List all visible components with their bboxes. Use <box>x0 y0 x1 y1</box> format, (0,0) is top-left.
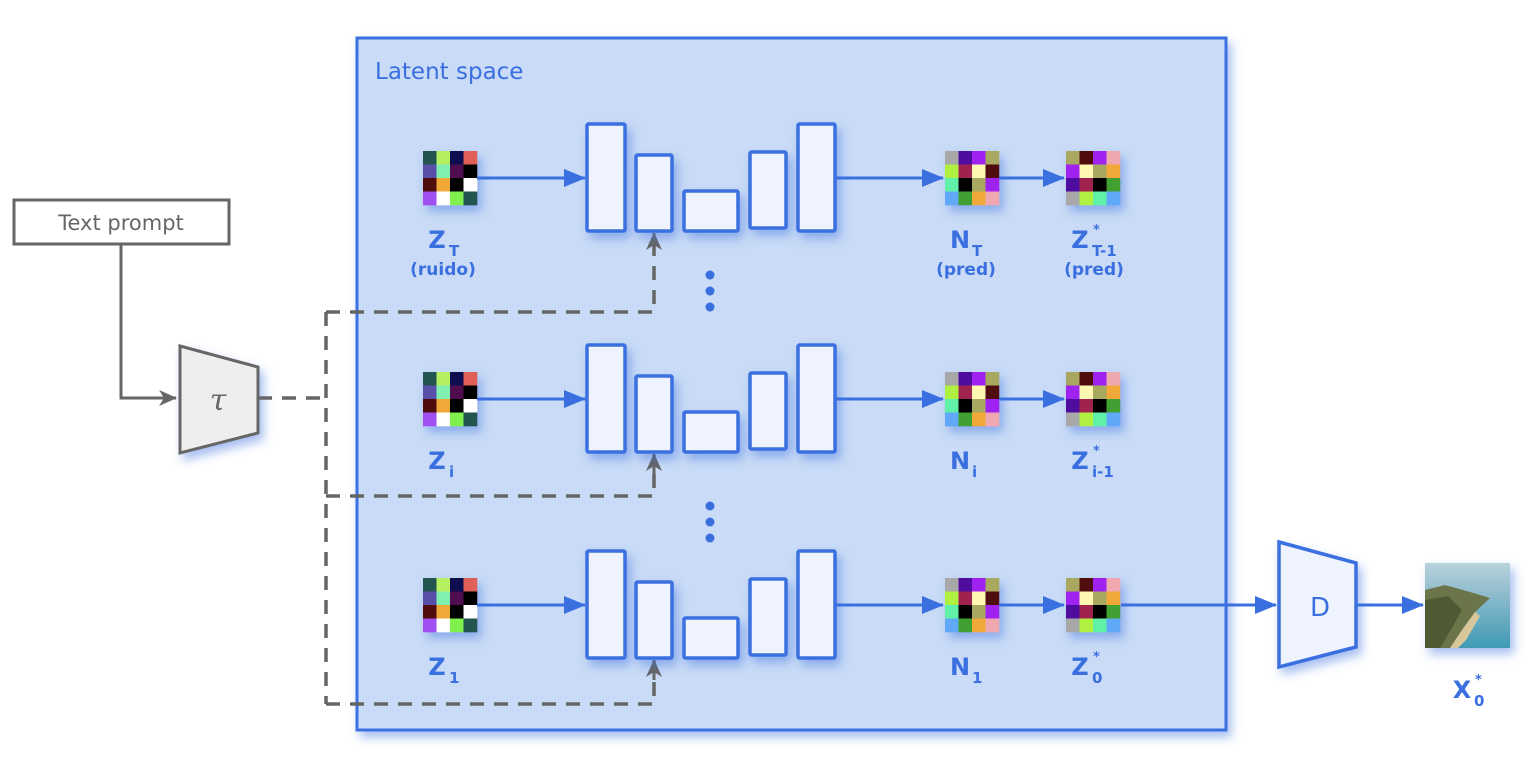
ellipsis-dots-bottom <box>705 501 715 543</box>
decoder-d[interactable] <box>1277 539 1358 670</box>
encoder-tau-label: τ <box>210 383 227 418</box>
prompt-to-encoder-arrow <box>119 244 177 406</box>
symbol-subscript: i <box>449 463 454 481</box>
symbol-main: Z <box>428 447 445 475</box>
symbol-main: Z <box>1071 653 1088 681</box>
latent-noise-grid <box>423 151 478 206</box>
symbol-subscript: T-1 <box>1092 242 1117 260</box>
symbol-note: (ruido) <box>410 260 476 280</box>
unet-block <box>796 122 837 233</box>
denoised-latent-label: Z * i-1 <box>1071 444 1114 481</box>
symbol-subscript: 0 <box>1092 669 1102 687</box>
symbol-note: (pred) <box>1064 260 1124 280</box>
unet-block <box>748 150 788 230</box>
decoder-label: D <box>1310 593 1330 623</box>
symbol-superscript: * <box>1475 673 1482 688</box>
symbol-main: Z <box>428 226 445 254</box>
symbol-main: Z <box>1071 226 1088 254</box>
latent-noise-grid <box>423 578 478 633</box>
unet-block <box>796 549 837 660</box>
symbol-main: Z <box>1071 447 1088 475</box>
conditioning-dashed-line <box>326 234 656 314</box>
denoised-latent-grid <box>1066 372 1121 427</box>
unet-block <box>682 189 740 233</box>
symbol-subscript: i-1 <box>1092 463 1114 481</box>
unet-block <box>634 153 674 233</box>
unet-denoiser <box>585 549 837 660</box>
symbol-subscript: 0 <box>1474 692 1484 710</box>
final-image-label: X* 0 <box>1453 673 1485 710</box>
unet-block <box>634 580 674 660</box>
final-image-symbol: X* 0 <box>1453 673 1485 710</box>
denoised-latent-grid <box>1066 151 1121 206</box>
symbol-superscript: * <box>1093 650 1100 665</box>
ellipsis-dots-top <box>705 270 715 312</box>
generated-image <box>1425 563 1510 648</box>
unet-block <box>634 374 674 454</box>
unet-block <box>748 371 788 451</box>
denoised-latent-label: Z * T-1(pred) <box>1064 223 1124 280</box>
unet-block <box>585 549 627 660</box>
unet-block <box>585 343 627 454</box>
predicted-noise-grid <box>945 372 1000 427</box>
unet-block <box>682 616 740 660</box>
conditioning-paths <box>258 232 662 706</box>
symbol-main: X <box>1453 676 1472 704</box>
text-encoder-tau[interactable] <box>178 344 260 455</box>
denoised-latent-grid <box>1066 578 1121 633</box>
symbol-subscript: i <box>972 463 977 481</box>
conditioning-dashed-line <box>326 661 656 706</box>
symbol-main: N <box>950 447 970 475</box>
symbol-note: (pred) <box>936 260 996 280</box>
text-prompt-label: Text prompt <box>57 211 184 235</box>
predicted-noise-grid <box>945 151 1000 206</box>
unet-denoiser <box>585 343 837 454</box>
latent-noise-grid <box>423 372 478 427</box>
unet-denoiser <box>585 122 837 233</box>
symbol-superscript: * <box>1093 444 1100 459</box>
symbol-subscript: 1 <box>449 669 459 687</box>
predicted-noise-grid <box>945 578 1000 633</box>
symbol-subscript: T <box>449 242 460 260</box>
symbol-subscript: 1 <box>972 669 982 687</box>
symbol-main: N <box>950 653 970 681</box>
conditioning-dashed-line <box>326 455 656 498</box>
unet-block <box>796 343 837 454</box>
unet-block <box>585 122 627 233</box>
symbol-superscript: * <box>1093 223 1100 238</box>
denoised-latent-label: Z * 0 <box>1071 650 1102 687</box>
unet-block <box>682 410 740 454</box>
latent-space-title: Latent space <box>375 59 523 85</box>
unet-block <box>748 577 788 657</box>
symbol-main: N <box>950 226 970 254</box>
symbol-main: Z <box>428 653 445 681</box>
symbol-subscript: T <box>972 242 983 260</box>
